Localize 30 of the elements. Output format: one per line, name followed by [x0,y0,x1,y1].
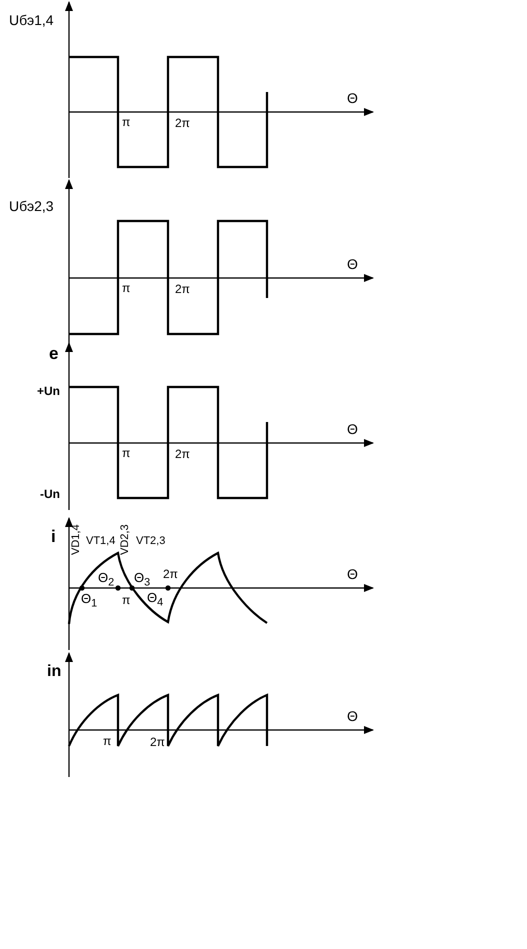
point-label: Θ$_{4}$ [147,591,164,608]
axis-label: Θ [347,91,358,105]
axis-label: Uбэ1,4 [9,13,54,27]
axis-label: Uбэ2,3 [9,199,54,213]
tick-label: 2π [175,448,190,460]
level-label: +Un [37,385,60,397]
axis-label: e [49,345,58,362]
interval-label: VT1,4 [86,536,116,547]
tick-label: π [122,447,130,459]
axis-label: Θ [347,567,358,581]
tick-label: π [122,282,130,294]
point-label: Θ$_{2}$ [98,571,114,588]
point-label: Θ$_{1}$ [81,592,98,610]
tick-label: 2π [150,736,165,748]
axis-label: Θ [347,709,358,723]
level-label: -Un [40,488,60,500]
tick-label: π [122,116,130,128]
point-label: Θ$_{3}$ [134,571,150,588]
interval-label: VT2,3 [136,536,166,547]
axis-label: i [51,528,56,545]
axis-label: in [47,664,62,680]
interval-label: VD2,3 [120,524,131,555]
tick-label: 2π [175,117,190,129]
tick-label: π [122,594,130,606]
tick-label: 2π [175,283,190,295]
axis-label: Θ [347,422,358,436]
tick-label: π [103,735,112,747]
interval-label: VD1,4 [71,524,82,555]
tick-label: 2π [163,568,178,580]
axis-label: Θ [347,257,358,271]
